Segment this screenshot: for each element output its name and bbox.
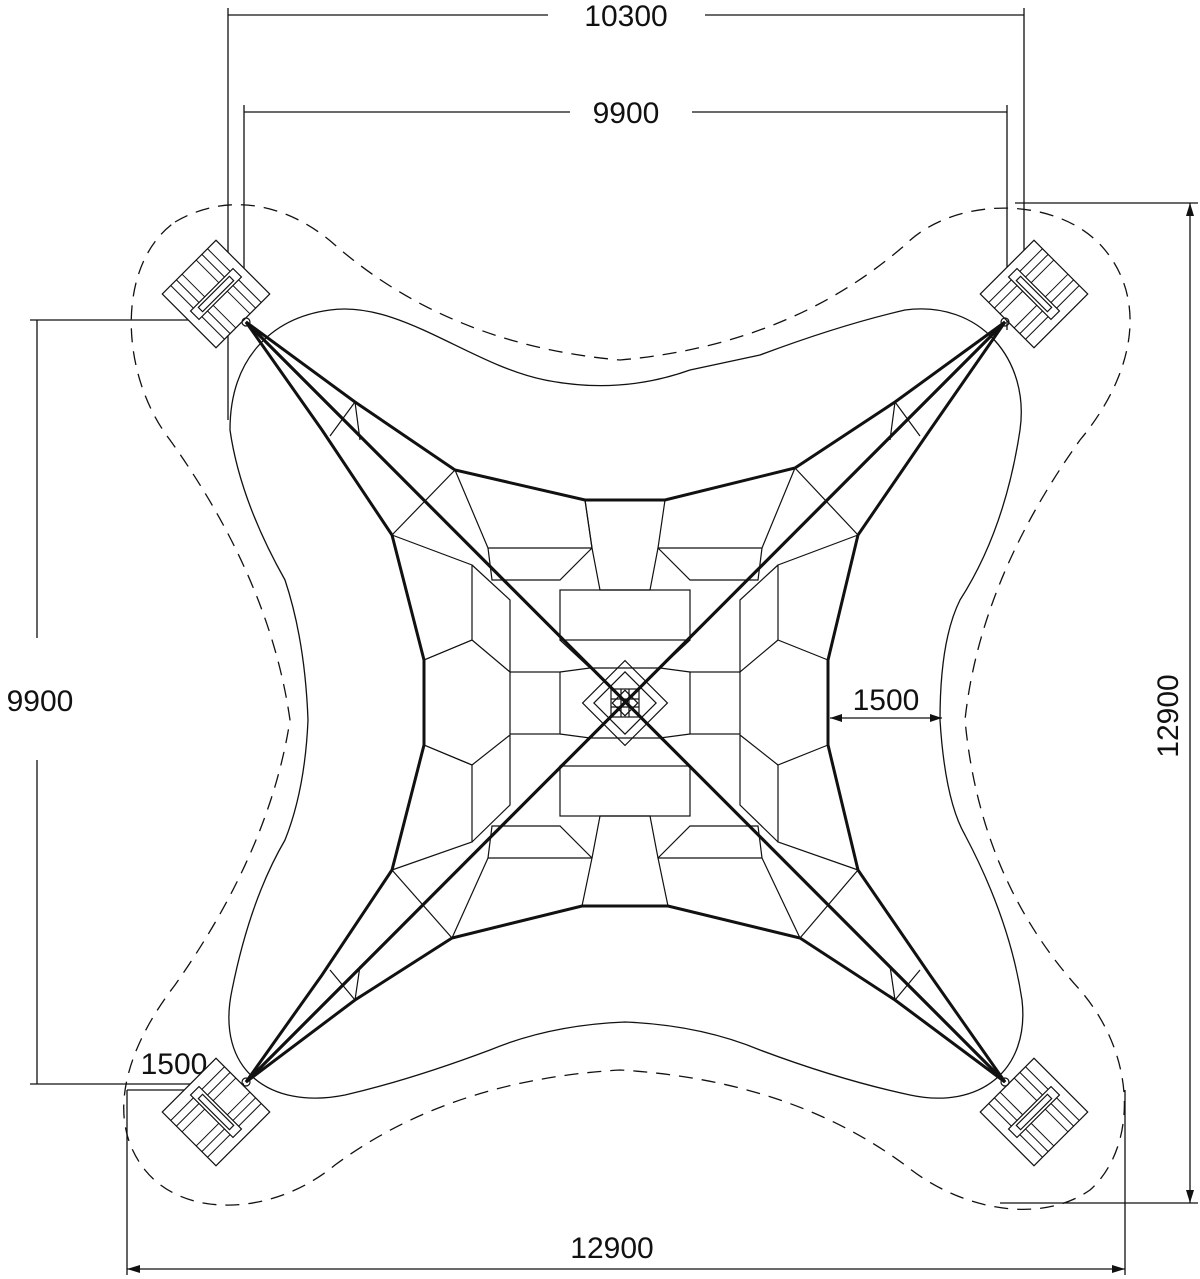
net-boundary-rope xyxy=(244,320,1007,1084)
dimension-top-inner: 9900 xyxy=(243,97,1008,330)
rope-net xyxy=(241,317,1010,1087)
dimension-label-top-inner: 9900 xyxy=(593,97,660,130)
anchor-pad-top-left xyxy=(161,239,271,349)
dimension-right-vertical: 12900 xyxy=(1000,202,1198,1204)
dimension-label-inner-gap: 1500 xyxy=(853,684,920,717)
dimension-top-outer: 10300 xyxy=(227,0,1025,420)
dimension-left-vertical: 9900 xyxy=(7,319,244,1085)
anchor-pad-top-right xyxy=(979,239,1089,349)
dimension-inner-gap: 1500 xyxy=(830,684,942,722)
dimension-label-bottom: 12900 xyxy=(570,1232,653,1265)
play-area-outline xyxy=(228,308,1024,1099)
dimension-label-top-outer: 10300 xyxy=(584,0,667,33)
dimension-label-corner-gap: 1500 xyxy=(141,1048,208,1081)
dimension-label-right: 12900 xyxy=(1152,674,1185,757)
safety-zone-outline xyxy=(123,204,1131,1210)
net-center-knot xyxy=(581,659,669,747)
dimension-label-left: 9900 xyxy=(7,685,74,718)
dimension-bottom: 12900 xyxy=(126,1090,1126,1275)
